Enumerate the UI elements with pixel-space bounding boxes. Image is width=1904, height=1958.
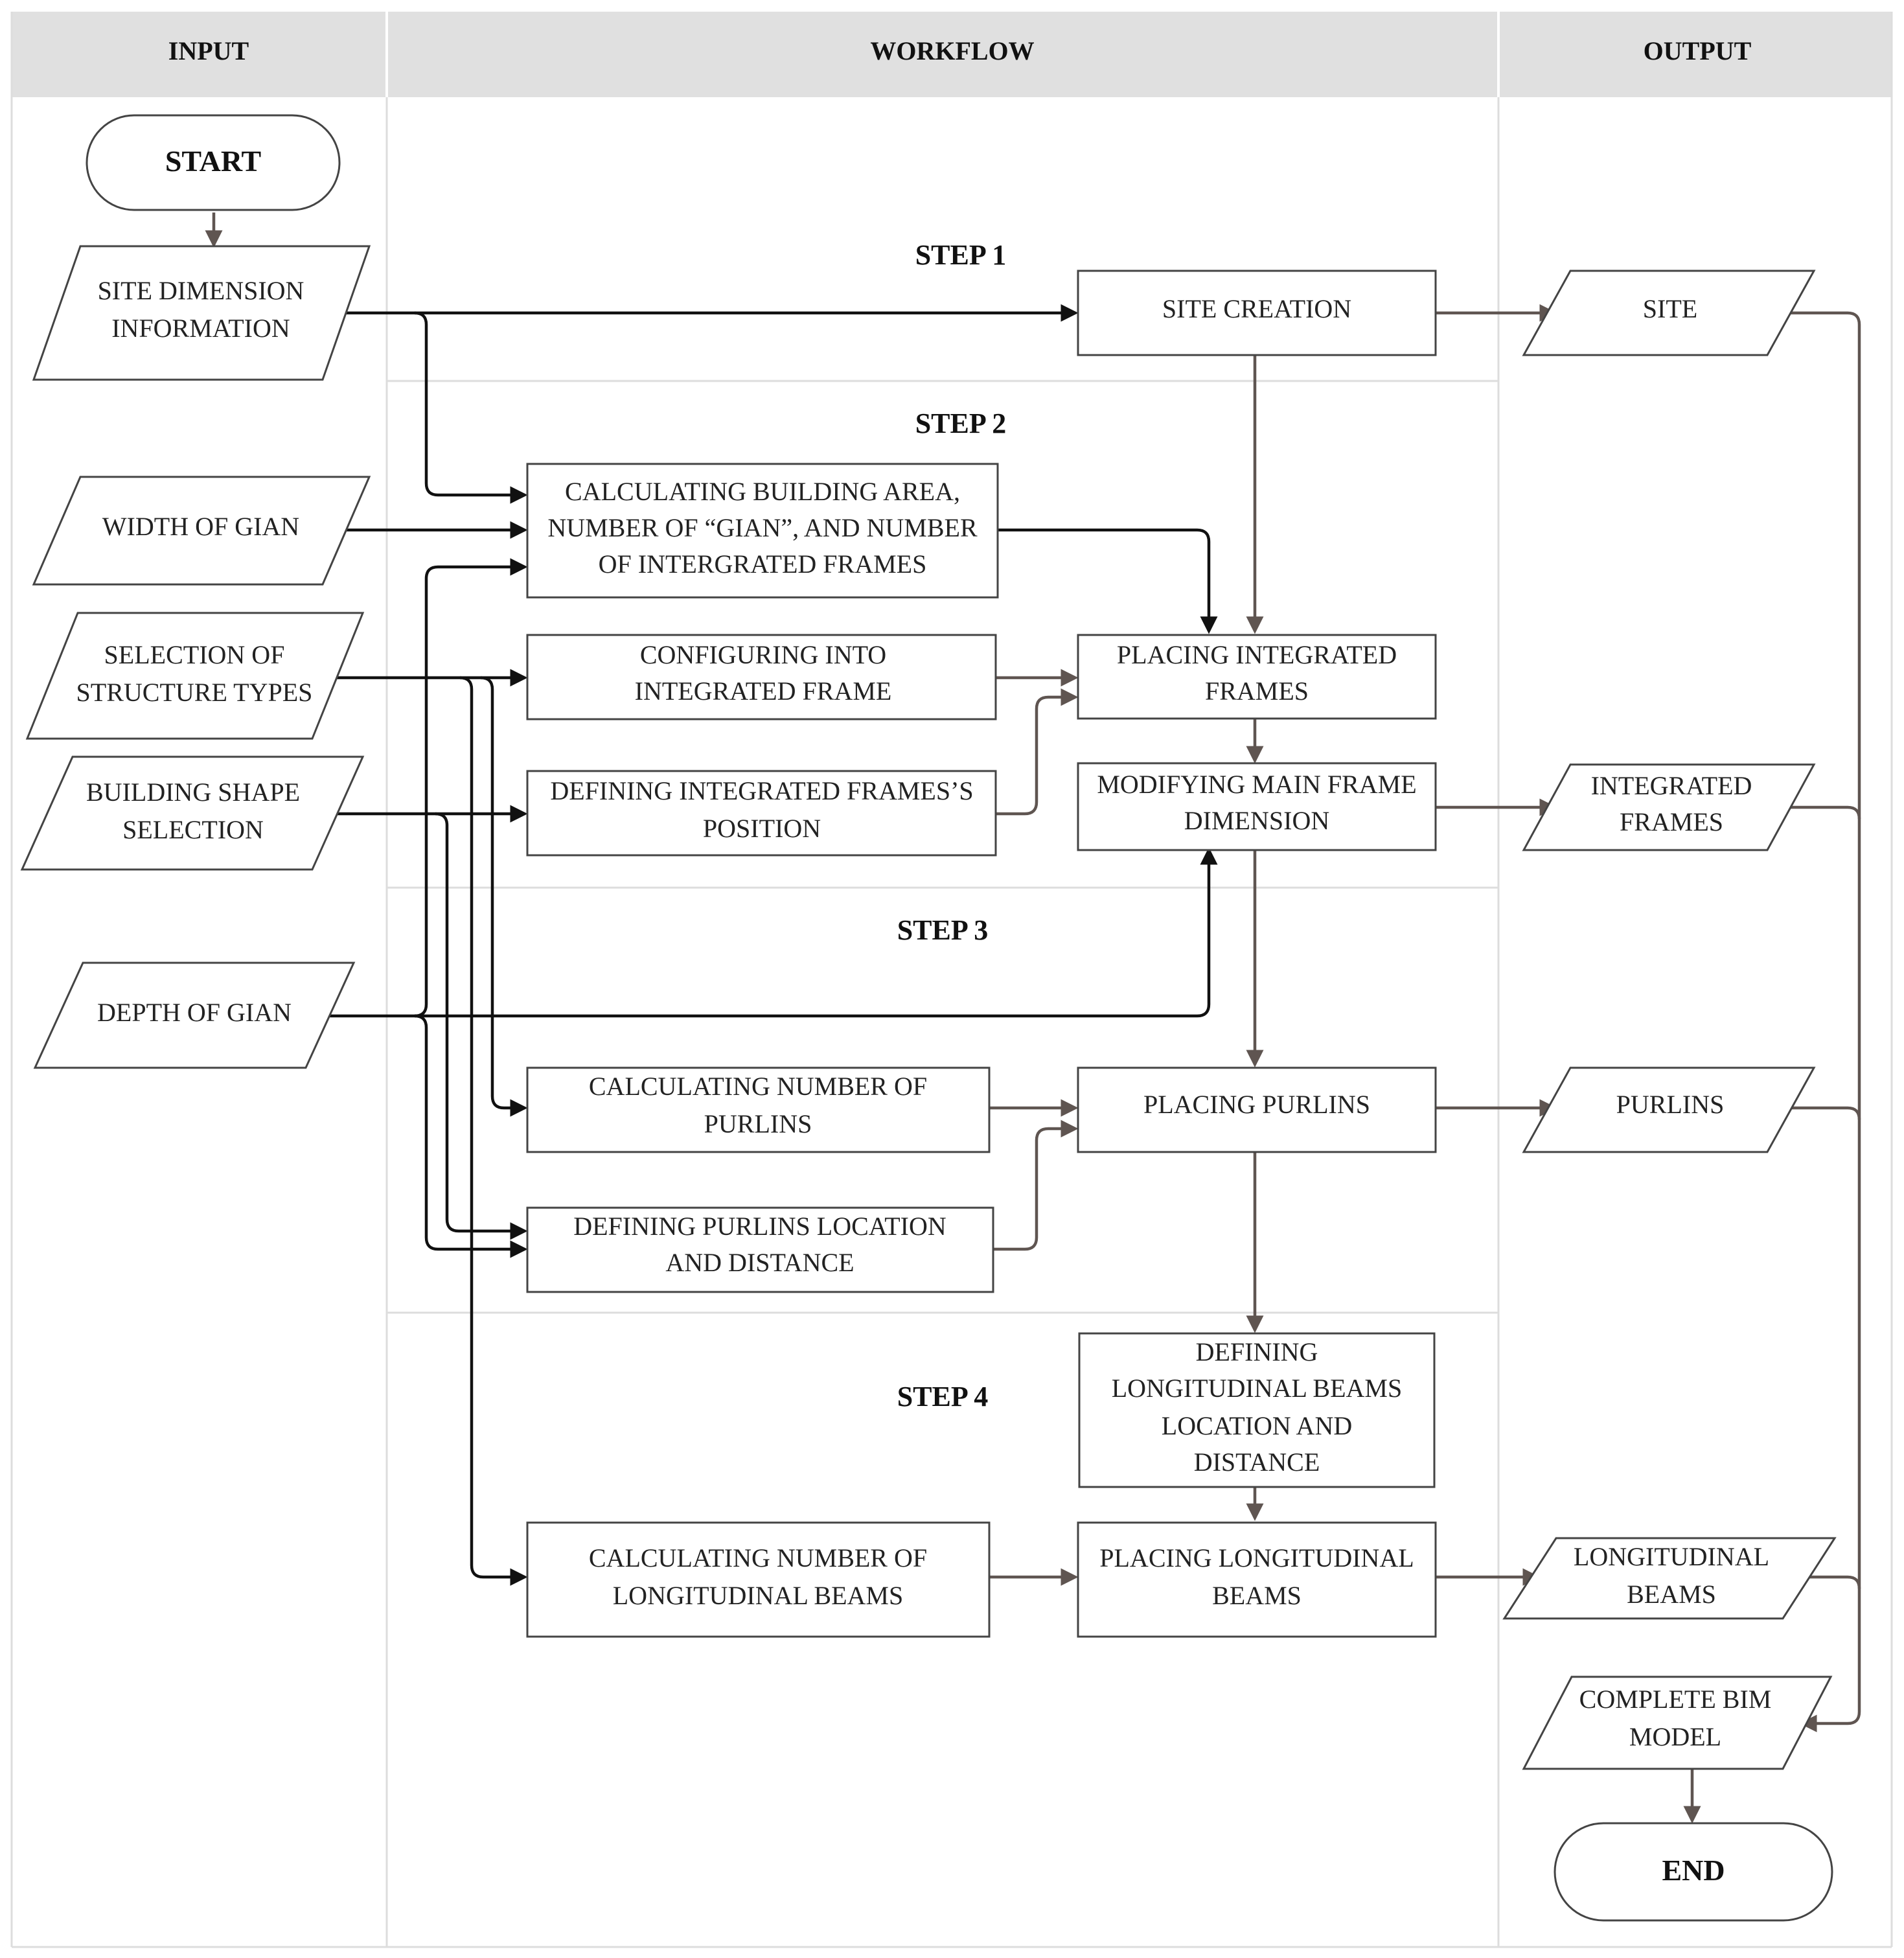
- step-label-3: STEP 3: [897, 914, 989, 946]
- connector-structure-to-calc-long-beams: [459, 676, 528, 1586]
- process-configuring-frame: [526, 634, 997, 720]
- lane-label-output: OUTPUT: [1644, 36, 1752, 65]
- purlins-output-label: PURLINS: [1616, 1090, 1725, 1119]
- process-defining-purlins: [526, 1206, 994, 1293]
- output-purlins: [1522, 1066, 1816, 1153]
- input-depth-gian: [33, 962, 356, 1069]
- connector-structure-to-calc-purlins: [480, 676, 528, 1117]
- connector-depth-to-defining-purlins: [414, 1014, 528, 1258]
- input-site-dimension: [32, 245, 371, 381]
- connector-long-beams-to-collector: [1800, 1575, 1861, 1589]
- process-calc-purlins: [526, 1066, 991, 1153]
- width-gian-label: WIDTH OF GIAN: [102, 512, 299, 541]
- connector-integrated-frames-to-collector: [1780, 805, 1861, 820]
- site-output-label: SITE: [1643, 294, 1697, 323]
- step-label-1: STEP 1: [915, 239, 1007, 271]
- swimlanes: [10, 12, 1893, 1948]
- connector-purlins-to-collector: [1780, 1106, 1861, 1120]
- connectors: [205, 213, 1861, 1824]
- input-building-shape: [20, 755, 365, 871]
- connector-site-to-complete-bim: [1780, 311, 1861, 1733]
- connector-site-dim-to-calc-area: [414, 311, 528, 504]
- process-defining-frames-position: [526, 770, 997, 857]
- site-creation-label: SITE CREATION: [1162, 294, 1351, 323]
- connector-shape-to-defining-purlins: [435, 812, 528, 1240]
- lane-label-workflow: WORKFLOW: [870, 36, 1034, 65]
- connector-defining-position-to-placing-frames: [996, 688, 1079, 816]
- depth-gian-label: DEPTH OF GIAN: [97, 998, 292, 1027]
- step-label-2: STEP 2: [915, 408, 1007, 439]
- process-modifying-main-frame: [1077, 762, 1437, 851]
- output-complete-bim: [1522, 1676, 1833, 1770]
- start-terminator: [86, 114, 341, 211]
- process-calc-building-area: [526, 463, 999, 599]
- output-longitudinal-beams: [1502, 1537, 1837, 1620]
- step-label-4: STEP 4: [897, 1381, 989, 1412]
- placing-purlins-label: PLACING PURLINS: [1143, 1090, 1370, 1119]
- end-label: END: [1662, 1854, 1725, 1887]
- process-placing-purlins: [1077, 1066, 1437, 1153]
- input-width-gian: [32, 476, 371, 586]
- process-placing-integrated-frames: [1077, 634, 1437, 720]
- start-label: START: [165, 144, 261, 178]
- process-calc-long-beams: [526, 1521, 991, 1638]
- connector-calc-area-to-placing-frames: [998, 528, 1218, 634]
- connector-defining-purlins-to-placing-purlins: [993, 1120, 1079, 1251]
- input-structure-types: [25, 612, 365, 740]
- end-terminator: [1554, 1822, 1833, 1922]
- process-placing-long-beams: [1077, 1521, 1437, 1638]
- header-band: [12, 12, 1892, 97]
- output-site: [1522, 270, 1816, 356]
- calc-building-area-label: CALCULATING BUILDING AREA,NUMBER OF “GIA…: [547, 477, 978, 579]
- process-defining-long-beams: [1078, 1332, 1436, 1488]
- connector-depth-to-calc-area: [414, 558, 528, 1018]
- lane-label-input: INPUT: [168, 36, 249, 65]
- process-site-creation: [1077, 270, 1437, 356]
- shapes: [20, 114, 1837, 1922]
- connector-depth-to-modifying: [317, 847, 1218, 1018]
- output-integrated-frames: [1522, 763, 1816, 851]
